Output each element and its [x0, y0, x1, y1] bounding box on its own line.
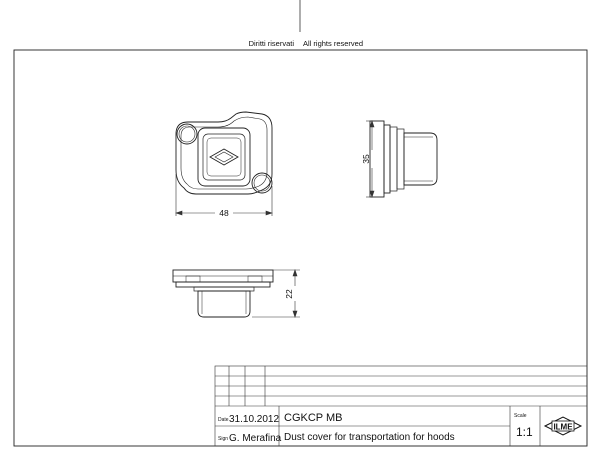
bottom-view	[172, 269, 274, 318]
title-block	[214, 365, 588, 447]
drawing-frame	[13, 49, 588, 447]
front-view	[175, 111, 273, 195]
flange-outline	[175, 111, 273, 195]
rights-reserved-en: All rights reserved	[303, 39, 363, 48]
flange-inner	[180, 116, 268, 190]
cap-logo-diamond	[209, 148, 239, 166]
mount-hole-bottom-right-inner	[253, 174, 271, 192]
depth-dimension	[252, 269, 300, 318]
cap-outer	[197, 127, 251, 187]
cap-innermost	[206, 137, 242, 177]
side-cap	[403, 132, 438, 186]
sign-label: Sign	[218, 436, 228, 442]
depth-label: 22	[284, 289, 294, 299]
cap-inner	[202, 133, 246, 181]
width-label: 48	[219, 208, 229, 218]
scale-label: Scale	[514, 413, 527, 419]
mount-hole-bottom-right	[251, 172, 273, 194]
mount-hole-top-left	[176, 123, 198, 145]
bottom-cap	[197, 290, 251, 318]
side-view	[369, 120, 438, 198]
sign-value: G. Merafina	[229, 433, 282, 444]
width-dimension	[175, 174, 273, 216]
ilme-logo: ILME	[543, 416, 583, 436]
mount-hole-top-left-inner	[178, 125, 196, 143]
rights-reserved-it: Diritti riservati	[249, 39, 295, 48]
height-dimension	[366, 120, 376, 198]
date-value: 31.10.2012	[229, 414, 279, 425]
part-description: Dust cover for transportation for hoods	[284, 432, 455, 443]
height-label: 35	[361, 154, 371, 164]
part-code: CGKCP MB	[284, 412, 342, 424]
svg-text:ILME: ILME	[553, 423, 573, 432]
date-label: Date	[218, 417, 229, 423]
scale-value: 1:1	[516, 425, 533, 439]
